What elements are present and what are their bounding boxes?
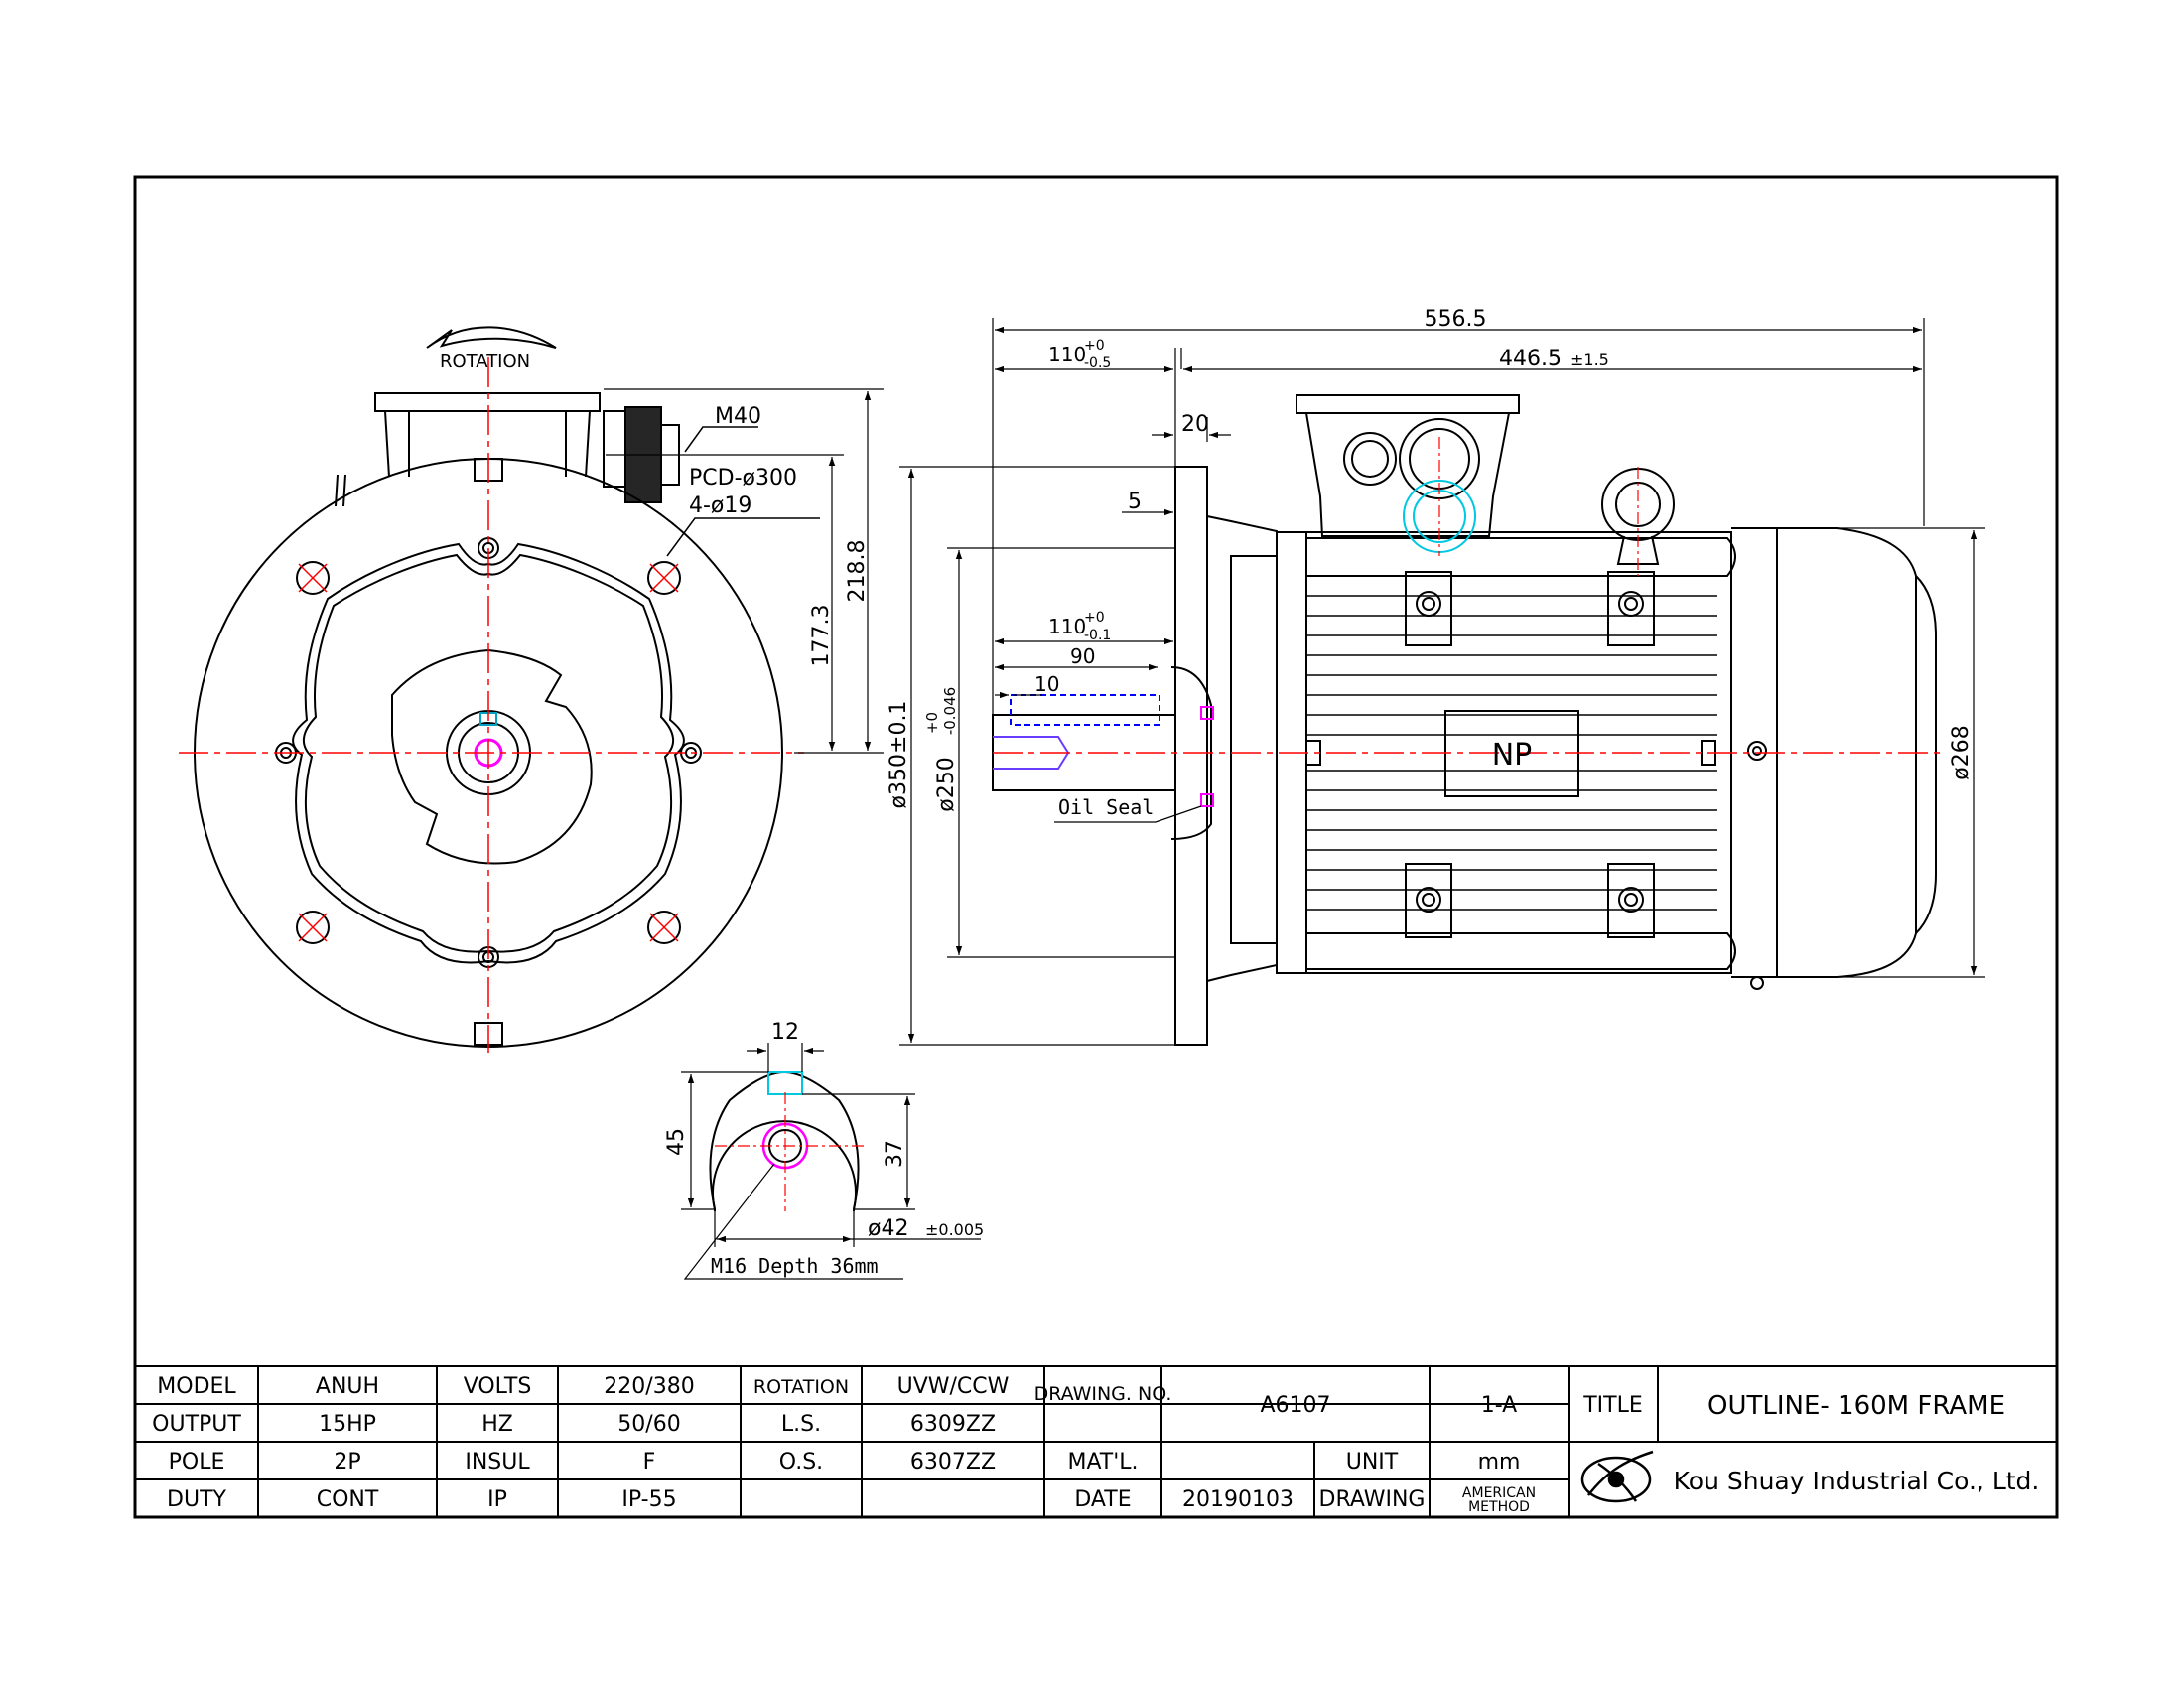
dim-42: ø42 [868, 1216, 908, 1241]
dim-body-tol: ±1.5 [1570, 351, 1609, 369]
cell-pole-label: POLE [169, 1450, 225, 1475]
dim-177: 177.3 [809, 605, 834, 667]
unit-label: UNIT [1346, 1450, 1399, 1475]
sheet-border [133, 175, 2059, 1519]
revision: 1-A [1481, 1393, 1518, 1418]
cell-volts-label: VOLTS [464, 1374, 532, 1399]
dim-body: 446.5 [1499, 347, 1562, 371]
cell-duty-label: DUTY [167, 1487, 226, 1512]
mount-holes [296, 561, 681, 944]
side-view [899, 318, 1985, 1046]
dim-shaft-inner-tol-dn: -0.1 [1084, 628, 1111, 643]
cable-gland [603, 410, 626, 488]
cell-rotation-label: ROTATION [753, 1376, 849, 1398]
dim-spigot-tol-up: +0 [923, 712, 941, 734]
cell-os-label: O.S. [779, 1450, 823, 1475]
cell-ls-label: L.S. [781, 1412, 821, 1437]
title-block-text: MODEL ANUH VOLTS 220/380 ROTATION UVW/CC… [152, 1374, 2039, 1515]
rotation-arrow-icon [426, 326, 557, 349]
side-view-labels: 556.5 110 +0 -0.5 446.5 ±1.5 20 5 110 +0… [887, 307, 1974, 819]
drawing-label: DRAWING [1319, 1487, 1426, 1512]
cell-os: 6307ZZ [910, 1450, 996, 1475]
rotation-label: ROTATION [440, 352, 530, 372]
dim-37: 37 [883, 1140, 907, 1168]
drawing-method-1: AMERICAN [1462, 1485, 1536, 1501]
dim-12: 12 [771, 1020, 799, 1045]
cell-rotation: UVW/CCW [897, 1374, 1010, 1399]
title-label: TITLE [1582, 1393, 1643, 1418]
dim-shaft-top: 110 [1048, 343, 1086, 366]
dim-90: 90 [1070, 644, 1095, 668]
dim-5: 5 [1128, 490, 1142, 514]
dim-overall: 556.5 [1425, 307, 1487, 332]
shaft-detail-labels: 12 45 37 ø42 ±0.005 M16 Depth 36mm [664, 1020, 984, 1278]
dim-spigot-dia: ø250 [934, 757, 959, 811]
cell-volts: 220/380 [604, 1374, 694, 1399]
cell-hz-label: HZ [481, 1412, 513, 1437]
cell-ip: IP-55 [621, 1487, 676, 1512]
drawing-no: A6107 [1260, 1393, 1330, 1418]
cell-ip-label: IP [487, 1487, 507, 1512]
dim-42-tol: ±0.005 [925, 1220, 984, 1239]
dim-shaft-inner: 110 [1048, 615, 1086, 638]
dim-spigot-tol-dn: -0.046 [941, 687, 959, 735]
cell-output: 15HP [319, 1412, 376, 1437]
gland-label: M40 [715, 404, 761, 429]
company-logo-icon [1580, 1450, 1654, 1503]
oil-seal-label: Oil Seal [1058, 795, 1154, 819]
terminal-box [1296, 394, 1520, 414]
cell-pole: 2P [334, 1450, 360, 1475]
front-view-labels: ROTATION M40 PCD-ø300 4-ø19 177.3 218.8 [440, 352, 870, 666]
cell-model-label: MODEL [157, 1374, 236, 1399]
company-name: Kou Shuay Industrial Co., Ltd. [1674, 1467, 2040, 1495]
dim-flange-dia: ø350±0.1 [887, 701, 911, 809]
thread-label: M16 Depth 36mm [711, 1254, 879, 1278]
cell-ls: 6309ZZ [910, 1412, 996, 1437]
nameplate-label: NP [1492, 738, 1533, 773]
title-block [135, 1365, 2057, 1517]
dim-218: 218.8 [845, 540, 870, 603]
dim-20: 20 [1181, 412, 1209, 437]
unit: mm [1478, 1450, 1521, 1475]
holes-label: 4-ø19 [689, 493, 751, 518]
cell-output-label: OUTPUT [152, 1412, 241, 1437]
cell-model: ANUH [316, 1374, 379, 1399]
shaft-detail [681, 1043, 981, 1280]
pcd-label: PCD-ø300 [689, 466, 797, 491]
front-view [179, 326, 884, 1053]
drawing-method-2: METHOD [1468, 1499, 1530, 1515]
date-label: DATE [1074, 1487, 1131, 1512]
drawing-no-label: DRAWING. NO. [1034, 1383, 1172, 1405]
shaft-end-profile [709, 1070, 860, 1210]
date: 20190103 [1182, 1487, 1294, 1512]
dim-45: 45 [664, 1128, 689, 1156]
dim-shaft-top-tol-up: +0 [1084, 338, 1105, 353]
dim-10: 10 [1034, 672, 1059, 696]
dim-body-dia: ø268 [1949, 725, 1974, 779]
dim-shaft-inner-tol-up: +0 [1084, 610, 1105, 626]
drawing-title: OUTLINE- 160M FRAME [1707, 1391, 2005, 1421]
housing-outline [292, 542, 685, 964]
cell-hz: 50/60 [617, 1412, 680, 1437]
material-label: MAT'L. [1067, 1450, 1138, 1475]
cell-insul-label: INSUL [465, 1450, 530, 1475]
flange-plate [1174, 466, 1208, 1046]
cell-insul: F [643, 1450, 656, 1475]
dim-shaft-top-tol-dn: -0.5 [1084, 355, 1111, 371]
cell-duty: CONT [317, 1487, 379, 1512]
nameplate [1444, 710, 1579, 797]
